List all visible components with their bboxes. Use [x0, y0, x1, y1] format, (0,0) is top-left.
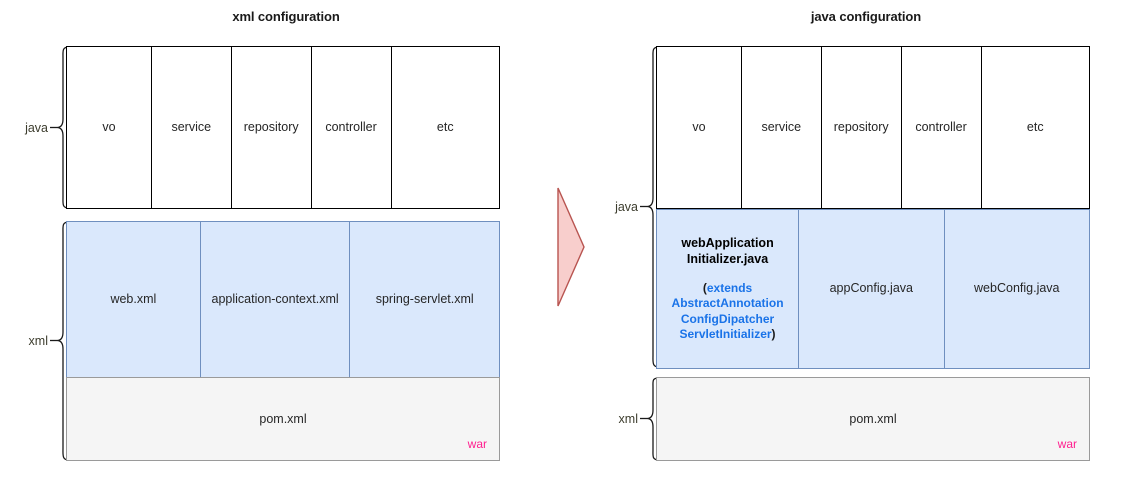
right-xml-brace-label: xml: [618, 412, 638, 426]
left-panel-title: xml configuration: [232, 9, 340, 24]
right-pom-label: pom.xml: [849, 412, 897, 426]
right-panel-title: java configuration: [810, 9, 922, 24]
left-java-cell-vo[interactable]: vo: [102, 119, 116, 134]
initializer-title-line2: Initializer.java: [686, 252, 769, 267]
left-java-brace-group: java: [25, 46, 70, 209]
left-java-cell-service[interactable]: service: [150, 47, 231, 208]
left-java-cell-etc[interactable]: etc: [390, 47, 500, 208]
left-xml-cell-spring-servlet-xml[interactable]: spring-servlet.xml: [349, 222, 499, 377]
initializer-paren-close: ): [771, 327, 776, 342]
right-java-brace-label: java: [615, 200, 638, 214]
right-war-badge: war: [1057, 437, 1077, 451]
initializer-paren-open: (: [702, 280, 707, 295]
left-xml-brace-group: xml: [29, 221, 70, 461]
migration-arrow: [553, 185, 593, 310]
left-war-badge: war: [467, 437, 487, 451]
right-java-cell-service[interactable]: service: [740, 47, 821, 208]
right-java-cell-vo[interactable]: vo: [692, 119, 706, 134]
right-pom-row[interactable]: pom.xml war: [656, 377, 1090, 461]
right-config-cell-web-config-java[interactable]: webConfig.java: [943, 210, 1089, 368]
right-xml-brace-group: xml: [619, 377, 660, 461]
initializer-extends-keyword: extends: [706, 280, 753, 295]
initializer-base-line2: ConfigDipatcher: [680, 311, 775, 326]
right-java-config-row: webApplication Initializer.java (extends…: [656, 209, 1090, 369]
left-xml-config-row: web.xml application-context.xml spring-s…: [66, 221, 500, 378]
left-pom-label: pom.xml: [259, 412, 307, 426]
left-java-cell-controller[interactable]: controller: [310, 47, 391, 208]
initializer-base-line3: ServletInitializer: [679, 327, 772, 342]
left-xml-cell-web-xml[interactable]: web.xml: [110, 291, 157, 306]
curly-brace-icon: [50, 46, 70, 209]
curly-brace-icon: [640, 46, 660, 368]
curly-brace-icon: [50, 221, 70, 461]
right-java-cell-repository[interactable]: repository: [820, 47, 901, 208]
right-config-cell-app-config-java[interactable]: appConfig.java: [798, 210, 943, 368]
right-java-cell-etc[interactable]: etc: [980, 47, 1090, 208]
initializer-title-line1: webApplication: [681, 236, 774, 251]
right-config-cell-web-application-initializer[interactable]: webApplication Initializer.java (extends…: [657, 210, 798, 368]
left-java-brace-label: java: [25, 120, 48, 135]
left-pom-row[interactable]: pom.xml war: [66, 377, 500, 461]
left-xml-brace-label: xml: [28, 334, 48, 348]
left-java-cell-repository[interactable]: repository: [230, 47, 311, 208]
curly-brace-icon: [640, 377, 660, 461]
right-java-brace-group: java: [615, 46, 660, 368]
right-java-packages-row: vo service repository controller etc: [656, 46, 1090, 209]
left-java-packages-row: vo service repository controller etc: [66, 46, 500, 209]
arrow-right-icon: [557, 187, 585, 307]
right-java-cell-controller[interactable]: controller: [900, 47, 981, 208]
left-xml-cell-application-context-xml[interactable]: application-context.xml: [199, 222, 350, 377]
initializer-base-line1: AbstractAnnotation: [671, 296, 784, 311]
